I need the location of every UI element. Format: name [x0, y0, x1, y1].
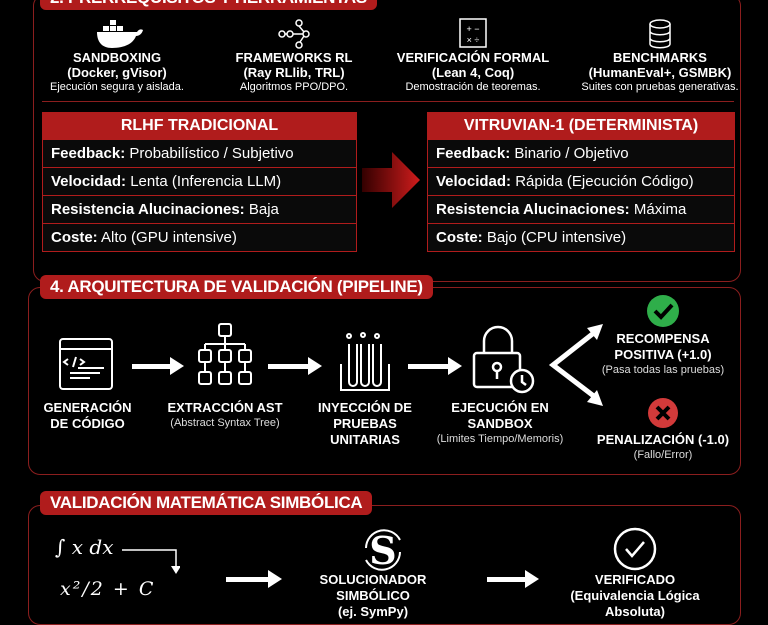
section2-compare-left-rows-0-k: Feedback: — [51, 145, 126, 162]
table-row: Coste: Bajo (CPU intensive) — [428, 223, 734, 251]
section-title-pipeline: 4. ARQUITECTURA DE VALIDACIÓN (PIPELINE) — [40, 275, 433, 299]
table-row: Velocidad: Lenta (Inferencia LLM) — [43, 167, 356, 195]
sectionMath-verified-title: VERIFICADO — [594, 572, 676, 587]
section4-success-title: RECOMPENSA POSITIVA (+1.0) — [614, 331, 712, 362]
success-outcome: RECOMPENSA POSITIVA (+1.0) (Pasa todas la… — [588, 331, 738, 377]
docker-icon — [27, 18, 207, 50]
section-title-tools: 2. PRERREQUISITOS Y HERRAMIENTAS — [40, 0, 377, 10]
arrow-icon — [268, 357, 322, 375]
sectionMath-solver-desc: (ej. SymPy) — [337, 604, 409, 619]
section2-compare-left-rows-1-k: Velocidad: — [51, 173, 127, 190]
section2-compare-left-rows-3-k: Coste: — [51, 229, 98, 246]
section2-compare-right-rows-1-v: Rápida (Ejecución Código) — [511, 173, 694, 190]
section2-tools-0-desc: Ejecución segura y aislada. — [50, 81, 184, 93]
tool-formal-verification: + −× ÷ VERIFICACIÓN FORMAL (Lean 4, Coq)… — [383, 18, 563, 94]
arrow-icon — [132, 357, 184, 375]
section4-steps-3-title: EJECUCIÓN EN SANDBOX — [451, 400, 549, 431]
check-outline-icon — [613, 527, 657, 571]
svg-text:+ −: + − — [466, 24, 479, 34]
section2-tools-1-desc: Algoritmos PPO/DPO. — [239, 81, 349, 93]
arrow-icon — [226, 570, 282, 588]
database-icon — [570, 18, 750, 50]
tool-benchmarks: BENCHMARKS (HumanEval+, GSMBK) Suites co… — [570, 18, 750, 94]
section4-steps-2-title: INYECCIÓN DE PRUEBAS UNITARIAS — [318, 400, 412, 447]
step-sandbox-execution: EJECUCIÓN EN SANDBOX (Limites Tiempo/Memo… — [425, 400, 575, 446]
section4-failure-desc: (Fallo/Error) — [633, 449, 693, 461]
section2-compare-right-title: VITRUVIAN-1 (DETERMINISTA) — [428, 113, 734, 139]
section2-tools-3-title: BENCHMARKS — [613, 50, 707, 65]
vitruvian-table: VITRUVIAN-1 (DETERMINISTA) Feedback: Bin… — [427, 112, 735, 252]
section2-tools-1-subtitle: (Ray RLlib, TRL) — [243, 65, 345, 80]
test-tubes-icon — [335, 332, 395, 396]
section2-compare-left-rows-1-v: Lenta (Inferencia LLM) — [126, 173, 282, 190]
sectionMath-solver-title: SOLUCIONADOR SIMBÓLICO — [319, 572, 427, 603]
section2-compare-right-rows-2-k: Resistencia Alucinaciones: — [436, 201, 630, 218]
section2-compare-right-rows-3-v: Bajo (CPU intensive) — [482, 229, 627, 246]
section2-compare-right-rows-2-v: Máxima — [629, 201, 687, 218]
section2-tools-0-subtitle: (Docker, gVisor) — [67, 65, 167, 80]
arrow-icon — [487, 570, 539, 588]
divider — [42, 101, 734, 102]
section2-compare-left-rows-0-v: Probabilístico / Subjetivo — [125, 145, 294, 162]
section2-compare-left-rows-3-v: Alto (GPU intensive) — [97, 229, 237, 246]
arrow-icon — [408, 357, 462, 375]
table-row: Coste: Alto (GPU intensive) — [43, 223, 356, 251]
section4-steps-0-title: GENERACIÓN DE CÓDIGO — [43, 400, 132, 431]
section2-compare-right-rows-1-k: Velocidad: — [436, 173, 512, 190]
section2-compare-right-rows-0-v: Binario / Objetivo — [510, 145, 629, 162]
branch-arrows-icon — [545, 320, 605, 410]
svg-text:S: S — [369, 528, 396, 572]
tree-icon — [195, 322, 255, 398]
graph-nodes-icon — [204, 18, 384, 50]
section2-compare-left-rows-2-v: Baja — [244, 201, 279, 218]
sympy-icon: S — [360, 528, 406, 572]
table-row: Resistencia Alucinaciones: Baja — [43, 195, 356, 223]
result-expression: x²/2 + C — [60, 578, 156, 600]
section4-failure-title: PENALIZACIÓN (-1.0) — [596, 432, 730, 447]
table-row: Feedback: Probabilístico / Subjetivo — [43, 139, 356, 167]
sectionMath-verified-desc: (Equivalencia Lógica Absoluta) — [570, 588, 700, 619]
table-row: Feedback: Binario / Objetivo — [428, 139, 734, 167]
section2-compare-right-rows-0-k: Feedback: — [436, 145, 511, 162]
section2-compare-right-rows-3-k: Coste: — [436, 229, 483, 246]
section2-tools-1-title: FRAMEWORKS RL — [235, 50, 353, 65]
svg-text:× ÷: × ÷ — [467, 35, 480, 45]
section4-steps-3-desc: (Limites Tiempo/Memoris) — [436, 433, 564, 445]
lock-clock-icon — [470, 325, 536, 395]
verified-outcome: VERIFICADO(Equivalencia Lógica Absoluta) — [545, 572, 725, 620]
elbow-arrow-icon — [120, 548, 180, 578]
section2-tools-2-subtitle: (Lean 4, Coq) — [431, 65, 515, 80]
step-ast-extraction: EXTRACCIÓN AST (Abstract Syntax Tree) — [155, 400, 295, 430]
section4-steps-1-desc: (Abstract Syntax Tree) — [170, 417, 280, 429]
rlhf-table: RLHF TRADICIONAL Feedback: Probabilístic… — [42, 112, 357, 252]
section2-compare-left-rows-2-k: Resistencia Alucinaciones: — [51, 201, 245, 218]
section-title-math: VALIDACIÓN MATEMÁTICA SIMBÓLICA — [40, 491, 373, 515]
section4-success-desc: (Pasa todas las pruebas) — [601, 364, 725, 376]
calculator-icon: + −× ÷ — [383, 18, 563, 50]
section2-tools-0-title: SANDBOXING — [72, 50, 162, 65]
red-arrow-icon — [362, 150, 422, 210]
code-window-icon — [58, 337, 116, 393]
table-row: Velocidad: Rápida (Ejecución Código) — [428, 167, 734, 195]
step-code-generation: GENERACIÓN DE CÓDIGO — [30, 400, 145, 432]
x-circle-icon — [647, 397, 679, 429]
symbolic-solver: SOLUCIONADOR SIMBÓLICO(ej. SymPy) — [288, 572, 458, 620]
section2-tools-2-title: VERIFICACIÓN FORMAL — [396, 50, 550, 65]
step-unit-tests: INYECCIÓN DE PRUEBAS UNITARIAS — [305, 400, 425, 448]
table-row: Resistencia Alucinaciones: Máxima — [428, 195, 734, 223]
section2-tools-2-desc: Demostración de teoremas. — [405, 81, 541, 93]
integral-expression: ∫ x dx — [55, 535, 114, 559]
section2-tools-3-desc: Suites con pruebas generativas. — [581, 81, 739, 93]
section2-tools-3-subtitle: (HumanEval+, GSMBK) — [588, 65, 732, 80]
tool-sandboxing: SANDBOXING (Docker, gVisor) Ejecución se… — [27, 18, 207, 94]
failure-outcome: PENALIZACIÓN (-1.0) (Fallo/Error) — [583, 432, 743, 462]
section4-steps-1-title: EXTRACCIÓN AST — [167, 400, 283, 415]
tool-frameworks: FRAMEWORKS RL (Ray RLlib, TRL) Algoritmo… — [204, 18, 384, 94]
check-circle-icon — [646, 294, 680, 328]
section2-compare-left-title: RLHF TRADICIONAL — [43, 113, 356, 139]
